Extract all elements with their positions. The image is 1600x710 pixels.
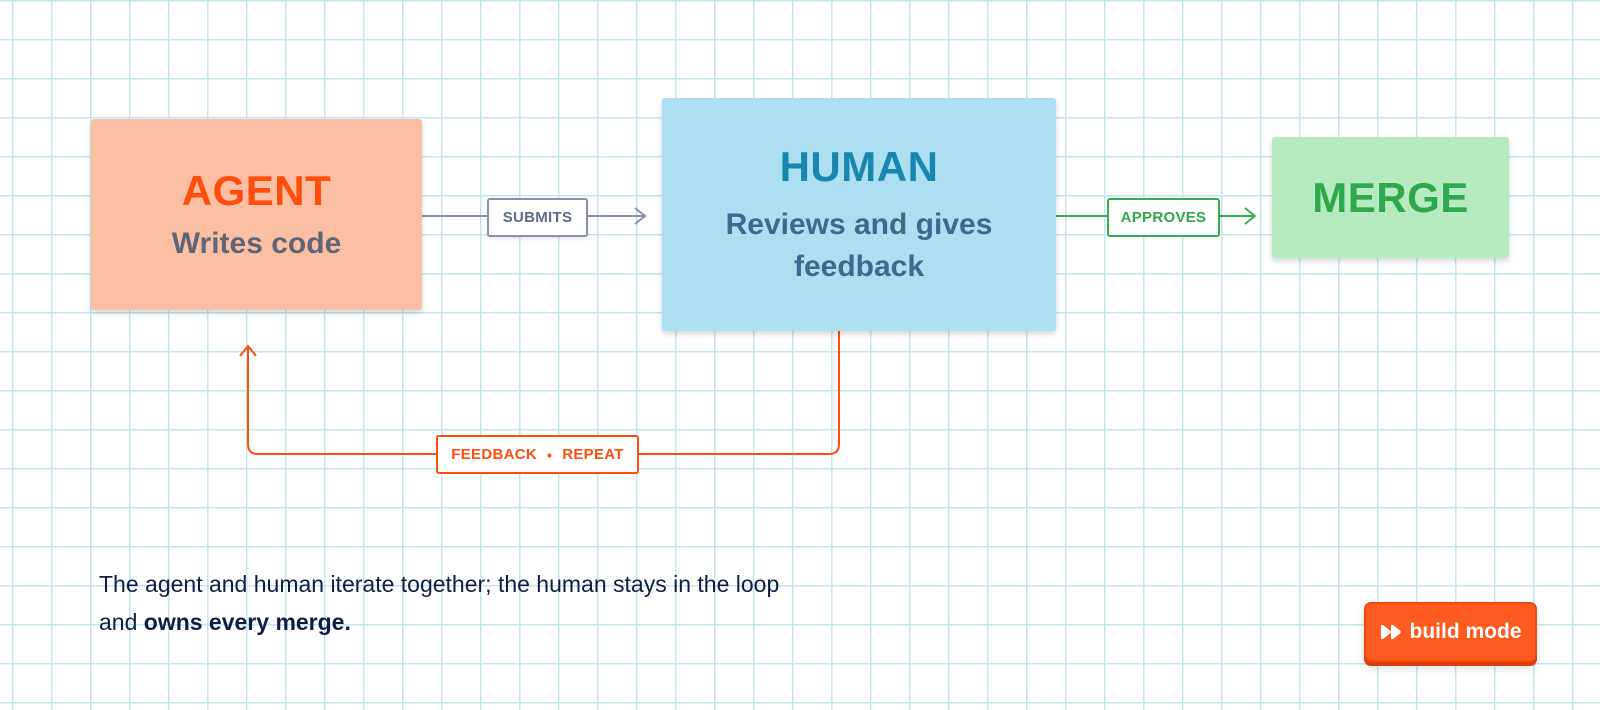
- caption-text: The agent and human iterate together; th…: [99, 571, 780, 635]
- submits-edge-label: SUBMITS: [487, 198, 588, 237]
- merge-node-title: MERGE: [1312, 173, 1469, 221]
- submits-arrowhead: [634, 207, 647, 225]
- approves-edge-label: APPROVES: [1107, 198, 1220, 237]
- agent-node-title: AGENT: [181, 166, 332, 214]
- approves-arrowhead: [1244, 207, 1257, 225]
- caption-emphasis: owns every merge.: [143, 609, 351, 635]
- feedback-loop-arrowhead: [239, 344, 257, 357]
- repeat-label-text: REPEAT: [562, 446, 624, 463]
- build-mode-button[interactable]: build mode: [1364, 602, 1537, 662]
- agent-node[interactable]: AGENT Writes code: [91, 119, 422, 310]
- fast-forward-icon: [1380, 624, 1402, 640]
- human-node-subtitle: Reviews and gives feedback: [725, 207, 993, 283]
- human-node-title: HUMAN: [779, 142, 939, 190]
- human-node[interactable]: HUMAN Reviews and gives feedback: [662, 98, 1056, 331]
- feedback-edge-label: FEEDBACK • REPEAT: [436, 435, 639, 474]
- feedback-label-text: FEEDBACK: [451, 446, 537, 463]
- feedback-label-separator: •: [547, 446, 553, 463]
- agent-node-subtitle: Writes code: [171, 226, 342, 260]
- build-mode-label: build mode: [1409, 620, 1522, 643]
- merge-node[interactable]: MERGE: [1272, 137, 1509, 258]
- diagram-caption: The agent and human iterate together; th…: [99, 565, 799, 641]
